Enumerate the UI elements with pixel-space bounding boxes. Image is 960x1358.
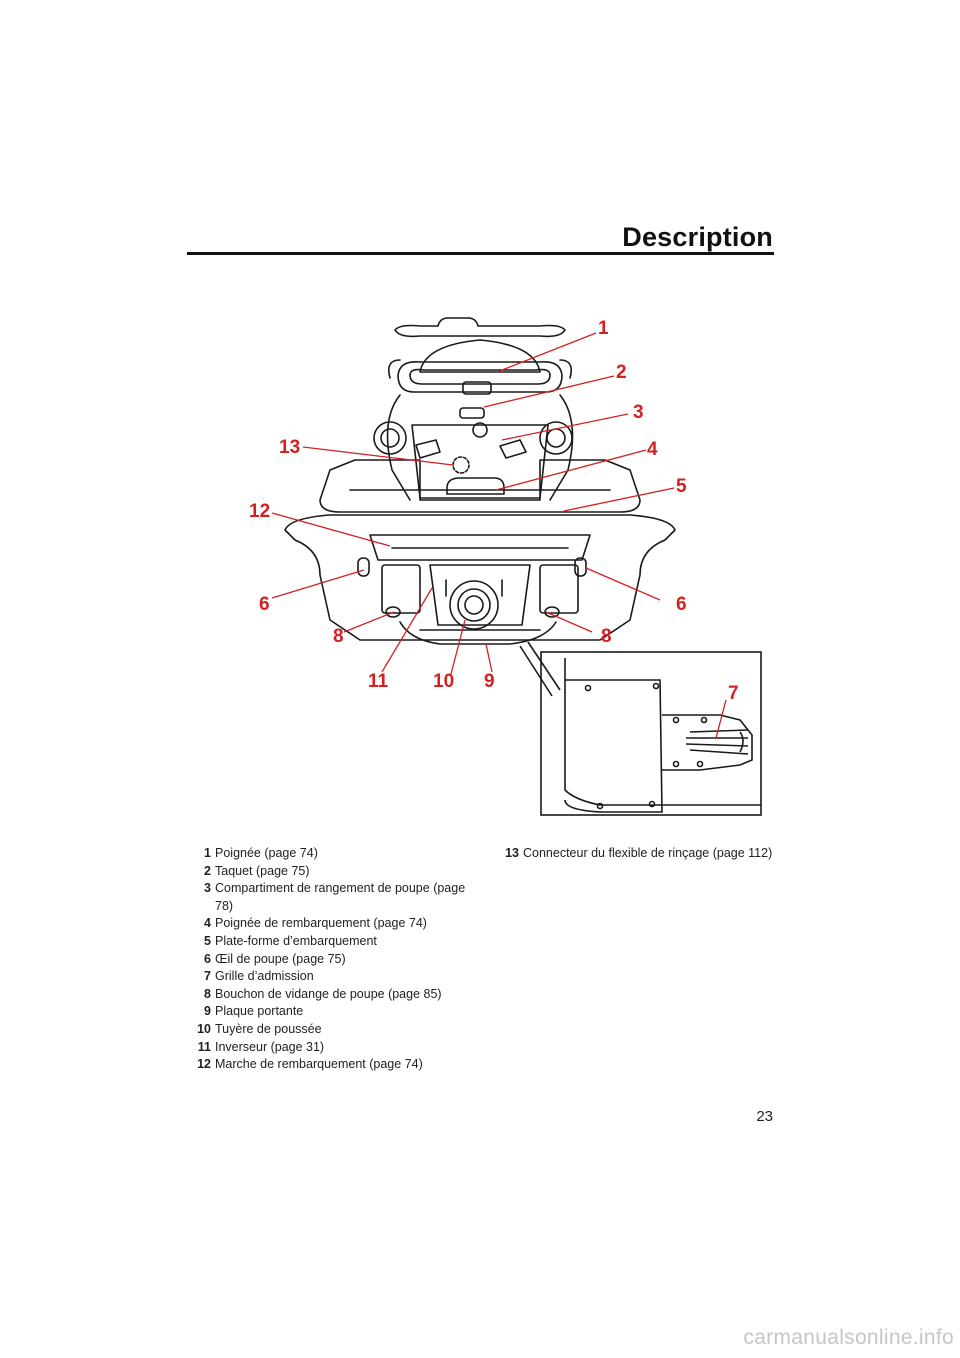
callout-6-right: 6 bbox=[676, 594, 687, 615]
section-title: Description bbox=[622, 222, 773, 252]
title-rule bbox=[187, 252, 774, 255]
watermark: carmanualsonline.info bbox=[743, 1326, 954, 1349]
callout-13: 13 bbox=[279, 437, 300, 458]
callout-1: 1 bbox=[598, 318, 609, 339]
callout-8-right: 8 bbox=[601, 626, 612, 647]
page-number: 23 bbox=[756, 1108, 773, 1125]
intake-grate-inset bbox=[540, 651, 762, 816]
callout-3: 3 bbox=[633, 402, 644, 423]
callout-2: 2 bbox=[616, 362, 627, 383]
callout-numbers: 1 2 3 4 5 6 6 7 8 8 9 10 11 12 13 bbox=[249, 318, 739, 704]
callout-12: 12 bbox=[249, 501, 270, 522]
callout-5: 5 bbox=[676, 476, 687, 497]
callout-8-left: 8 bbox=[333, 626, 344, 647]
callout-6-left: 6 bbox=[259, 594, 270, 615]
callout-7: 7 bbox=[728, 683, 739, 704]
leader-lines bbox=[271, 332, 727, 739]
watercraft-rear-view-illustration: 1 2 3 4 5 6 6 7 8 8 9 10 11 12 13 bbox=[249, 317, 762, 816]
callout-9: 9 bbox=[484, 671, 495, 692]
callout-10: 10 bbox=[433, 671, 454, 692]
callout-11: 11 bbox=[368, 671, 389, 692]
callout-4: 4 bbox=[647, 439, 658, 460]
